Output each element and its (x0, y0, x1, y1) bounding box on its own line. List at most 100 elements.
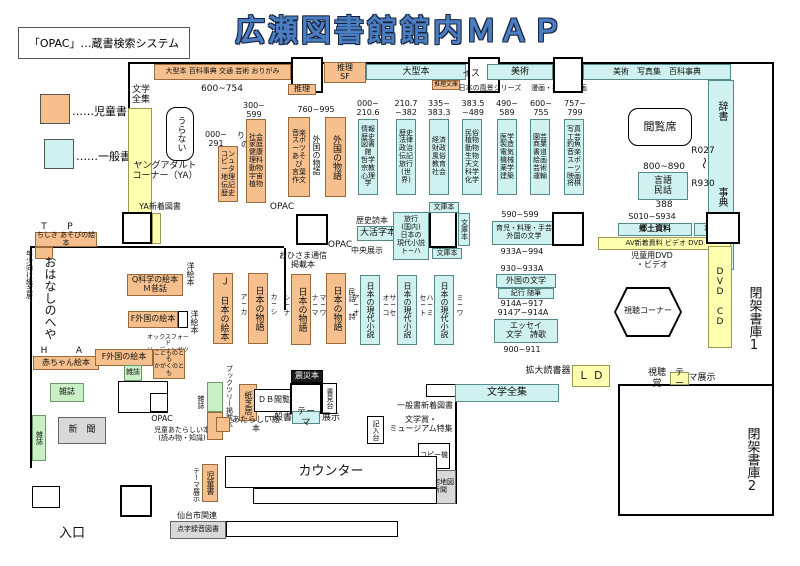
label-theme-tenji-child: テーマ展示 (192, 466, 201, 502)
label-closed-stack-2: 閉架書庫2 (744, 426, 760, 494)
label-600-755: 600~ 755 (530, 99, 552, 117)
ya-new-books-label: YA新着図書 (139, 201, 181, 211)
label-930-933a: 930~933A (500, 263, 544, 273)
label-jido-atarashii: 児童あたらしい本 (読み物・知識) (154, 426, 210, 442)
wall-storyroom-left (30, 246, 32, 468)
tag-bunkobon-right: 文庫本 (458, 213, 470, 246)
box-entrance-left (32, 486, 60, 508)
shelf-ld: Ｌ Ｄ (572, 365, 610, 387)
label-ma-wa: マ~ワ (319, 294, 327, 316)
shelf-bungaku-zenshu-label: 文学 全集 (131, 84, 150, 105)
wall-right-upper (772, 62, 774, 386)
shelf-f-gaikoku-ehon-2: F外国の絵本 (95, 349, 153, 366)
shelf-essay-shiika: エッセイ 文学 詩歌 (494, 319, 558, 343)
label-jiten: 事典 (716, 187, 727, 207)
label-chuo-tenji: 中央展示 (351, 245, 383, 255)
label-a-ka: ア~カ (240, 293, 248, 315)
label-atarashii-ehon: あたらしい絵本 (232, 414, 280, 433)
shelf-tenji-rokuon: 点字録音図書 (170, 521, 226, 539)
label-range-tilde: 〜 (696, 156, 711, 169)
shelf-jidosho: 児童書 (202, 464, 218, 502)
shelf-zasshi-col-green (207, 382, 223, 412)
label-h: H (40, 346, 48, 357)
label-757-799: 757~ 799 (564, 99, 586, 117)
label-000-291: 000~ 291 (205, 130, 227, 148)
label-gaikoku-monogatari: 外国の物語 (312, 135, 321, 175)
shelf-q-kagaku-ehon: Q科学の絵本 Ｍ昔話 (127, 274, 183, 296)
counter-extension (253, 488, 437, 504)
label-335-3833: 335~ 383.3 (427, 99, 451, 117)
label-933a-994: 933A~994 (500, 246, 544, 256)
label-p: P (67, 221, 73, 232)
wall-stack2-bottom (618, 514, 774, 516)
label-000-2106: 000~ 210.6 (356, 99, 380, 117)
shelf-j-nihon-ehon: Ｊ 日本の絵本 (213, 273, 233, 344)
label-ka-shi: カ~シ (270, 293, 278, 315)
ya-strip-small (152, 213, 161, 244)
page-title: 広瀬図書館館内ＭＡＰ (235, 14, 565, 49)
shelf-bijutsu-1: 美術 (487, 64, 553, 80)
label-tenji: 展示 (321, 413, 340, 424)
label-900-911: 900~911 (503, 344, 541, 354)
shelf-dvd-cd-strip: D V D C D (708, 246, 732, 348)
label-booktree: ブックツリー掲載本 (225, 364, 234, 428)
label-closed-stack-1: 閉架書庫1 (746, 285, 762, 353)
label-opac-2: OPAC (327, 240, 353, 251)
label-r930: R930 (691, 178, 715, 189)
pillar-entrance (120, 485, 152, 517)
label-minwa: 民話 (348, 288, 356, 302)
label-se-to: セ~ト (419, 294, 427, 316)
shelf-nihon-monogatari-2: 日本の物語 (291, 274, 311, 345)
shelf-gen-000: 情報 歴史 図書館 哲学 宗教 心理学 (358, 119, 378, 195)
legend-general-label: ……一般書 (76, 150, 131, 163)
counter-back (226, 521, 398, 537)
shelf-akachan-ehon: 赤ちゃん絵本 (33, 356, 99, 370)
label-914a-917: 914A~917 (500, 299, 544, 309)
shelf-zasshi-1: 雑誌 (50, 383, 84, 402)
opac-note: 「OPAC」…蔵書検索システム (18, 27, 190, 59)
shelf-child-000: コンピュータ 地理 伝記 歴史 (218, 146, 238, 202)
shelf-kodomonotomo: こどものとも かがくのとも (153, 349, 185, 379)
desk-db-etsuran: ＤＢ閲覧 (254, 389, 294, 412)
tag-suiri: 推理 (288, 84, 316, 95)
shelf-kyodo-shiryo: 郷土資料 (618, 223, 692, 236)
label-isu: イス (462, 68, 480, 79)
shelf-daikatsuji: 大活字本 (357, 226, 399, 241)
shelf-nihon-monogatari-1: 日本の物語 (248, 273, 268, 344)
shelf-atarashii-ehon-box (216, 417, 230, 432)
label-shi-poetry: 詩 (348, 312, 356, 320)
label-ha-mi: ハ~ミ (426, 294, 434, 316)
shelf-child-300: 社会 家庭 健康 理科 動物 宇宙 植物 (246, 119, 266, 203)
label-entrance: 入口 (58, 526, 85, 542)
label-nihon-fukei: 日本の風景シリーズ (458, 84, 522, 93)
shelf-child-760: 音楽 スポーツ あそび 言葉 作文 (288, 117, 310, 197)
label-a-o: ア~オ (352, 294, 360, 316)
ya-corner-label: ヤングアダルト コーナー（YA） (132, 160, 198, 181)
label-ippansho-shinchaku: 一般書新着図書 (397, 400, 453, 410)
label-590-599: 590~599 (501, 209, 539, 219)
wall-left-top (128, 62, 130, 110)
shelf-gen-490: 医学 製造 電気 機械 薬学 建築 (497, 119, 517, 195)
shelf-oversize-top: 大型本 百科事典 交通 芸術 おりがみ (154, 64, 291, 80)
tag-bunkobon-bottom: 文庫本 (432, 248, 462, 259)
box-f-gaikoku-ext (178, 311, 188, 328)
shelf-ikuji-ryori: 育児・料理・手芸 外国の文学 (492, 221, 556, 245)
shelf-zasshi-2: 雑誌 (124, 365, 142, 381)
label-sendai-kanren: 仙台市関連 (177, 510, 217, 520)
counter: カウンター (225, 456, 437, 488)
shelf-chishiki-asobi: ちしき あそびの絵本 (35, 230, 97, 247)
label-490-589: 490~ 589 (496, 99, 518, 117)
label-nensho-kamishibai: 年少向け紙芝居 (25, 249, 34, 299)
shelf-gaikoku-monogatari: 外国の物語 (325, 117, 346, 197)
shelf-bijutsu-shashin-hyakka: 美術 写真集 百科事典 (583, 64, 731, 80)
label-600-754: 600~754 (201, 83, 243, 94)
shelf-gendai-shosetsu-2: 日本の現代小説 (397, 275, 417, 345)
pillar-6 (429, 210, 457, 248)
label-opac-3: OPAC (151, 413, 173, 423)
shelf-gendai-shosetsu-1: 日本の現代小説 (360, 275, 380, 345)
wall-right-lower (772, 386, 774, 516)
shelf-bungaku-zenshu: 文学全集 (455, 384, 559, 402)
wall-storyroom-right (284, 248, 286, 310)
shelf-shinsaibon: 震災本 (291, 370, 323, 383)
shelf-ryoko-kokunai: 旅行 (国内) 日本の 現代小説 ト~ハ (393, 212, 429, 260)
